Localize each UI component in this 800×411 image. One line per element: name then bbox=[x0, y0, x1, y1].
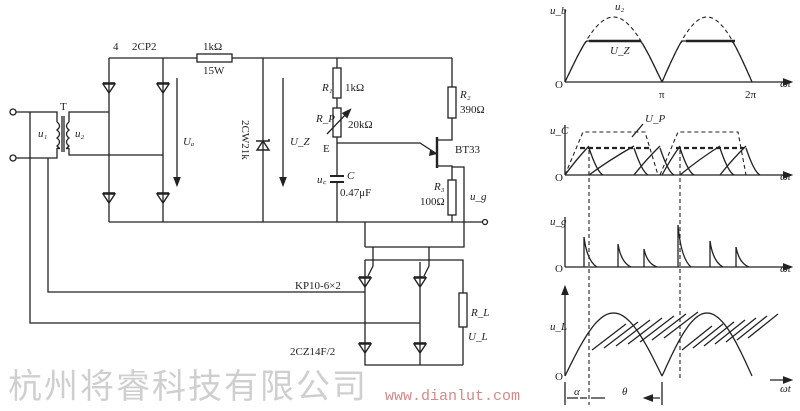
plot4-alpha: α bbox=[574, 386, 580, 398]
emitter-label: E bbox=[323, 143, 330, 155]
thyristor-bridge: KP10-6×2 2CZ14F/2 R_L U_L bbox=[290, 247, 489, 366]
load-resistor bbox=[458, 292, 468, 328]
plot1-dashed-label: u₂ bbox=[615, 1, 625, 13]
rp-value: 20kΩ bbox=[348, 119, 373, 131]
plot3-x-label: ωt bbox=[780, 263, 792, 275]
plot1-origin: O bbox=[555, 79, 563, 91]
primary-label: u₁ bbox=[38, 128, 48, 140]
plot2-y-label: u_C bbox=[550, 125, 569, 137]
plot4-x-label: ωt bbox=[780, 383, 792, 395]
plot3-y-label: u_g bbox=[550, 216, 567, 228]
r2-value: 390Ω bbox=[460, 104, 485, 116]
plot1-flat-label: U_Z bbox=[610, 45, 630, 57]
watermark-url: www.dianlut.com bbox=[385, 388, 520, 405]
zener-type: 2CW21k bbox=[239, 120, 251, 160]
plot2-dashed-label: U_P bbox=[645, 113, 665, 125]
r1-label: R₁ bbox=[321, 82, 333, 94]
r3-label: R₃ bbox=[433, 181, 445, 193]
plot4-origin: O bbox=[555, 371, 563, 383]
watermark: 杭州将睿科技有限公司 www.dianlut.com bbox=[8, 367, 520, 407]
secondary-label: u₂ bbox=[75, 128, 85, 140]
r1-resistor bbox=[332, 67, 342, 99]
bridge-diode-type: 2CP2 bbox=[132, 41, 156, 53]
plot2-origin: O bbox=[555, 172, 563, 184]
input-terminal-bottom bbox=[9, 154, 17, 162]
transformer-label: T bbox=[60, 101, 67, 113]
r1-value: 1kΩ bbox=[345, 82, 364, 94]
plot-ul: u_L O ωt α θ bbox=[550, 150, 794, 405]
plot3-origin: O bbox=[555, 263, 563, 275]
rp-label: R_P bbox=[315, 113, 335, 125]
rp-potentiometer bbox=[332, 107, 342, 138]
cap-label: C bbox=[347, 170, 355, 182]
load-label: R_L bbox=[470, 307, 489, 319]
series-resistor-power: 15W bbox=[203, 65, 225, 77]
r3-resistor bbox=[447, 179, 457, 216]
gate-voltage-label: u_g bbox=[470, 191, 487, 203]
bridge-count: 4 bbox=[113, 41, 119, 53]
plot2-x-label: ωt bbox=[780, 171, 792, 183]
plot-uc: u_C U_P O ωt bbox=[550, 113, 792, 184]
plot1-x-label: ωt bbox=[780, 78, 792, 90]
plot1-two-pi: 2π bbox=[745, 89, 757, 101]
output-terminal bbox=[481, 218, 489, 226]
r3-value: 100Ω bbox=[420, 196, 445, 208]
plot1-pi: π bbox=[659, 89, 665, 101]
rectified-voltage-label: Uₐ bbox=[183, 136, 194, 148]
series-resistor-value: 1kΩ bbox=[203, 41, 222, 53]
zener-stage: 2CW21k U_Z bbox=[239, 58, 310, 222]
timing-network: R₁ 1kΩ R_P 20kΩ E u꜀ C 0.47μF bbox=[315, 58, 373, 222]
zener-voltage-label: U_Z bbox=[290, 136, 310, 148]
cap-voltage-label: u꜀ bbox=[317, 174, 327, 186]
series-resistor bbox=[196, 53, 233, 63]
plot-ub: u_b u₂ U_Z O π 2π ωt bbox=[550, 1, 792, 101]
ujt-label: BT33 bbox=[455, 144, 481, 156]
waveform-panel: u_b u₂ U_Z O π 2π ωt u_C U_P O ωt u_g O … bbox=[550, 1, 792, 405]
transformer: T u₁ u₂ bbox=[9, 101, 420, 324]
plot1-y-label: u_b bbox=[550, 5, 567, 17]
plot-ug: u_g O ωt bbox=[550, 216, 792, 275]
capacitor bbox=[330, 175, 344, 183]
watermark-company: 杭州将睿科技有限公司 bbox=[8, 367, 368, 407]
plot4-theta: θ bbox=[622, 386, 628, 398]
cap-value: 0.47μF bbox=[340, 187, 371, 199]
r2-label: R₂ bbox=[459, 89, 471, 101]
plot4-y-label: u_L bbox=[550, 321, 567, 333]
r2-resistor bbox=[447, 86, 457, 119]
diode-type: 2CZ14F/2 bbox=[290, 346, 335, 358]
input-terminal-top bbox=[9, 108, 17, 116]
load-voltage-label: U_L bbox=[468, 331, 488, 343]
ujt-stage: R₂ 390Ω BT33 R₃ 100Ω u_g bbox=[337, 58, 489, 248]
rectifier-bridge: 4 2CP2 1kΩ 15W Uₐ bbox=[102, 41, 483, 223]
thyristor-type: KP10-6×2 bbox=[295, 280, 341, 292]
